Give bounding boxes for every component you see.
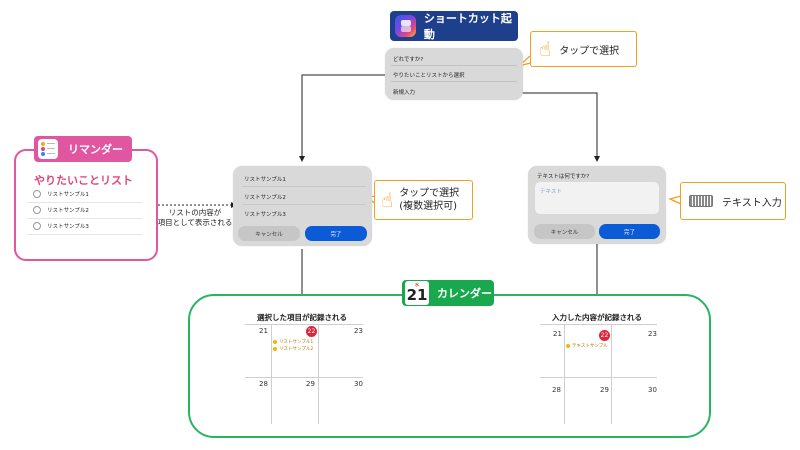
callout-tap-select: ☝ タップで選択 — [530, 31, 637, 67]
menu-option-new-input[interactable]: 新規入力 — [393, 90, 416, 96]
day-number[interactable]: 29 — [306, 380, 315, 388]
event-dot-icon — [273, 347, 277, 351]
day-number[interactable]: 29 — [600, 386, 609, 394]
day-number[interactable]: 30 — [354, 380, 363, 388]
calendar-event-label: リストサンプル2 — [279, 347, 314, 352]
reminder-item-label: リストサンプル1 — [47, 192, 89, 198]
text-input-placeholder: テキスト — [540, 189, 562, 195]
calendar-card-selected: 選択した項目が記録される 21 22 23 リストサンプル1 リストサンプル2 … — [245, 308, 363, 424]
divider — [540, 377, 657, 378]
reminder-app-name: リマンダー — [68, 143, 123, 156]
cancel-button[interactable]: キャンセル — [534, 224, 595, 239]
pointing-hand-icon: ☝ — [381, 188, 394, 212]
shortcut-launch-label: ショートカット起動 — [423, 12, 512, 41]
list-selection-sheet: リストサンプル1 リストサンプル2 リストサンプル3 キャンセル 完了 — [233, 166, 372, 246]
day-number[interactable]: 23 — [354, 327, 363, 335]
reminder-item[interactable]: リストサンプル3 — [33, 222, 89, 230]
callout-tap-multi-line1: タップで選択 — [399, 188, 460, 199]
text-input-sheet: テキストは何ですか? テキスト キャンセル 完了 — [528, 166, 666, 244]
callout-tap-multi-line2: (複数選択可) — [399, 201, 457, 212]
day-number[interactable]: 21 — [259, 327, 268, 335]
shortcuts-app-icon — [395, 15, 416, 37]
callout-text-label: テキスト入力 — [722, 197, 782, 209]
reminder-item[interactable]: リストサンプル2 — [33, 206, 89, 214]
divider — [611, 324, 612, 424]
divider — [318, 324, 319, 424]
day-number[interactable]: 30 — [648, 386, 657, 394]
reminder-badge: リマンダー — [34, 136, 132, 162]
event-dot-icon — [273, 340, 277, 344]
calendar-event[interactable]: リストサンプル2 — [273, 346, 313, 352]
calendar-event[interactable]: リストサンプル1 — [273, 339, 313, 345]
divider — [564, 324, 565, 424]
connector-option2-to-text — [437, 92, 600, 162]
callout-text-input: テキスト入力 — [680, 182, 786, 220]
event-dot-icon — [566, 344, 570, 348]
list-sheet-item[interactable]: リストサンプル2 — [244, 195, 286, 201]
pointing-hand-icon: ☝ — [539, 37, 552, 61]
callout-tap-label: タップで選択 — [559, 45, 620, 57]
menu-question: どれですか? — [393, 57, 424, 63]
reminder-item-label: リストサンプル2 — [47, 208, 89, 214]
reminders-app-icon — [38, 139, 58, 159]
shortcut-launch-badge: ショートカット起動 — [390, 11, 518, 41]
divider — [245, 324, 363, 325]
flow-note: リストの内容が 項目として表示される — [150, 208, 240, 228]
calendar-app-icon: 水 21 — [405, 281, 429, 305]
calendar-card-title: 入力した内容が記録される — [552, 313, 642, 322]
day-number[interactable]: 28 — [259, 380, 268, 388]
calendar-event-label: リストサンプル1 — [279, 340, 314, 345]
text-input-field[interactable]: テキスト — [535, 182, 659, 214]
divider — [242, 204, 366, 205]
checkbox-circle-icon[interactable] — [33, 190, 41, 198]
calendar-event-label: テキストサンプル — [572, 344, 608, 349]
calendar-card-title: 選択した項目が記録される — [257, 313, 347, 322]
done-button[interactable]: 完了 — [599, 224, 660, 239]
day-number[interactable]: 23 — [648, 330, 657, 338]
reminder-item[interactable]: リストサンプル1 — [33, 190, 89, 198]
calendar-card-input: 入力した内容が記録される 21 22 23 テキストサンプル 28 29 30 — [540, 308, 657, 424]
list-sheet-item[interactable]: リストサンプル1 — [244, 177, 286, 183]
checkbox-circle-icon[interactable] — [33, 206, 41, 214]
menu-sheet: どれですか? やりたいことリストから選択 新規入力 — [385, 48, 523, 100]
checkbox-circle-icon[interactable] — [33, 222, 41, 230]
calendar-event[interactable]: テキストサンプル — [566, 343, 608, 349]
divider — [28, 218, 142, 219]
done-button[interactable]: 完了 — [305, 226, 367, 241]
day-number[interactable]: 28 — [552, 386, 561, 394]
keyboard-icon — [689, 195, 713, 207]
calendar-badge: 水 21 カレンダー — [402, 280, 494, 306]
divider — [245, 377, 363, 378]
today-day-number[interactable]: 22 — [599, 330, 610, 341]
divider — [271, 324, 272, 424]
calendar-icon-weekday: 水 — [415, 282, 419, 287]
connector-option1-to-list — [299, 74, 389, 162]
reminder-item-label: リストサンプル3 — [47, 224, 89, 230]
divider — [28, 234, 142, 235]
divider — [540, 324, 657, 325]
callout-tap-multi-select: ☝ タップで選択 (複数選択可) — [374, 180, 473, 220]
flow-note-line1: リストの内容が — [168, 208, 222, 217]
flow-note-line2: 項目として表示される — [157, 218, 233, 227]
menu-option-list[interactable]: やりたいことリストから選択 — [393, 73, 465, 79]
reminder-list-title: やりたいことリスト — [34, 174, 133, 187]
divider — [28, 202, 142, 203]
list-sheet-item[interactable]: リストサンプル3 — [244, 212, 286, 218]
calendar-icon-day: 21 — [406, 286, 428, 304]
cancel-button[interactable]: キャンセル — [238, 226, 300, 241]
reminder-app-frame — [14, 149, 158, 261]
calendar-app-name: カレンダー — [437, 287, 492, 300]
text-sheet-question: テキストは何ですか? — [537, 174, 590, 180]
divider — [242, 186, 366, 187]
today-day-number[interactable]: 22 — [306, 326, 317, 337]
day-number[interactable]: 21 — [553, 330, 562, 338]
